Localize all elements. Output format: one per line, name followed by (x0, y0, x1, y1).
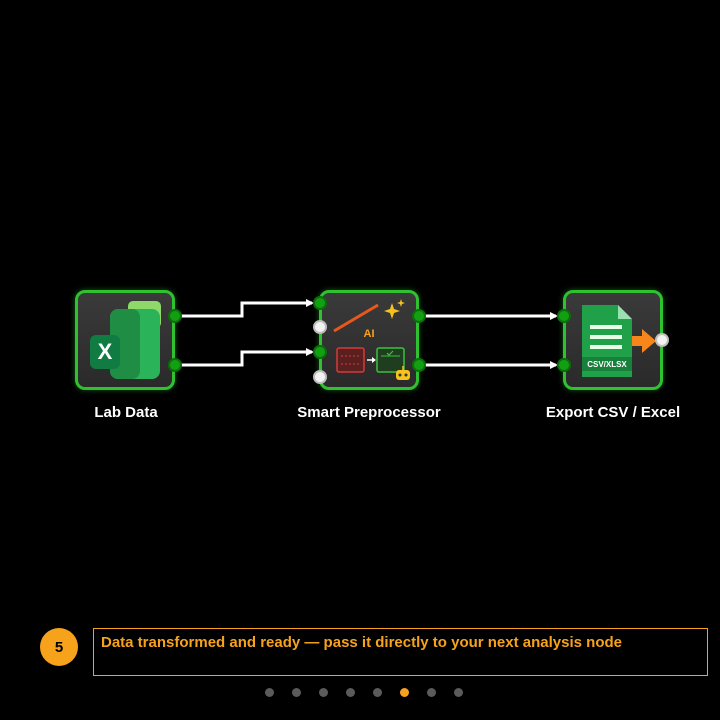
pagination-dots (265, 688, 463, 698)
port-pre-out-1[interactable] (412, 309, 426, 323)
svg-text:AI: AI (364, 328, 375, 340)
node-export-csv-excel[interactable]: CSV/XLSX (563, 290, 663, 390)
node-label-export-csv-excel: Export CSV / Excel (545, 404, 681, 421)
pagination-dot[interactable] (454, 688, 463, 697)
node-lab-data[interactable]: X (75, 290, 175, 390)
port-lab-out-2[interactable] (168, 358, 182, 372)
pagination-dot[interactable] (265, 688, 274, 697)
export-arrow-icon (632, 336, 644, 346)
svg-text:CSV/XLSX: CSV/XLSX (587, 360, 627, 369)
node-smart-preprocessor[interactable]: AI (319, 290, 419, 390)
pagination-dot[interactable] (373, 688, 382, 697)
port-exp-in-1[interactable] (557, 309, 571, 323)
excel-icon: X (90, 301, 161, 379)
port-pre-in-1[interactable] (313, 296, 327, 310)
port-pre-in-4[interactable] (313, 370, 327, 384)
connector-lab-bottom[interactable] (181, 348, 314, 367)
connector-lab-top[interactable] (181, 299, 314, 318)
step-caption: Data transformed and ready — pass it dir… (93, 628, 708, 676)
port-pre-out-2[interactable] (412, 358, 426, 372)
node-label-lab-data: Lab Data (94, 404, 158, 421)
port-exp-out-1[interactable] (655, 333, 669, 347)
csv-file-export-icon: CSV/XLSX (582, 305, 656, 377)
ai-preprocessor-icon: AI (333, 299, 410, 380)
node-label-smart-preprocessor: Smart Preprocessor (297, 404, 441, 421)
pagination-dot[interactable] (427, 688, 436, 697)
port-lab-out-1[interactable] (168, 309, 182, 323)
pagination-dot[interactable] (346, 688, 355, 697)
port-pre-in-3[interactable] (313, 345, 327, 359)
step-number-badge: 5 (40, 628, 78, 666)
svg-text:X: X (98, 339, 113, 364)
port-pre-in-2[interactable] (313, 320, 327, 334)
sparkle-icon (384, 303, 400, 319)
port-exp-in-2[interactable] (557, 358, 571, 372)
pagination-dot[interactable] (292, 688, 301, 697)
pagination-dot[interactable] (319, 688, 328, 697)
pagination-dot[interactable] (400, 688, 409, 697)
robot-icon (396, 366, 410, 380)
